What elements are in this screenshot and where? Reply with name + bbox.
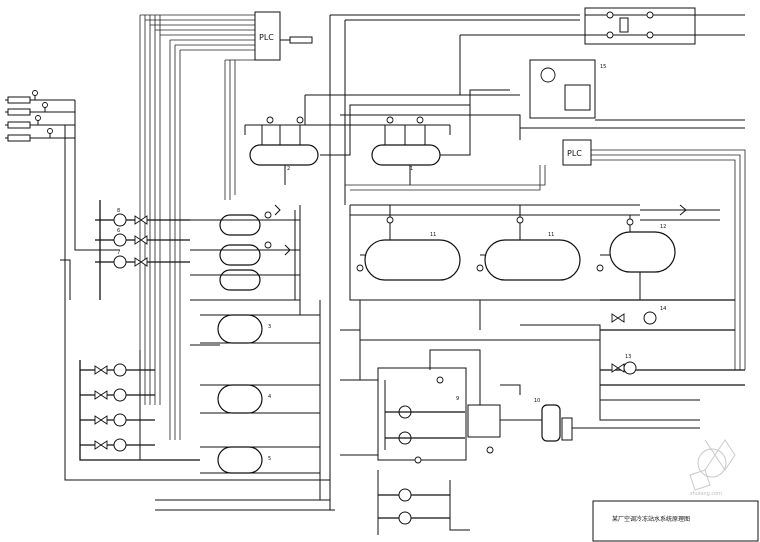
vessel-tag-12: 12 (660, 224, 666, 230)
plc-label-right: PLC (567, 149, 582, 158)
plc-box-top: PLC (254, 11, 313, 61)
vessel-12 (609, 231, 676, 273)
watermark-text: zhulong.com (690, 491, 722, 497)
pump-tag-14: 14 (660, 306, 666, 312)
watermark: zhulong.com (689, 439, 736, 497)
pump-group-bottom-left (79, 350, 200, 461)
tank-tag-5: 5 (268, 456, 271, 462)
pump-6 (113, 233, 127, 247)
tank-10 (541, 404, 561, 442)
pump-tag-6: 6 (117, 228, 120, 234)
upper-vessels: 2 1 (244, 89, 521, 185)
vessel-11a (364, 239, 461, 281)
tank-5 (217, 446, 263, 474)
pump-tag-7: 7 (117, 250, 120, 256)
tank-tag-3: 3 (268, 324, 271, 330)
dosing-unit-box (584, 7, 696, 45)
misc-connections (155, 299, 361, 511)
tag-15: 15 (600, 64, 606, 70)
pump-tag-13: 13 (625, 354, 631, 360)
top-right-lines: 15 (329, 7, 745, 330)
left-inlets (5, 90, 155, 481)
plc-box-right: PLC (345, 139, 746, 370)
lower-equipment: 9 10 (340, 349, 700, 461)
tag-10: 10 (534, 398, 540, 404)
pump-7 (113, 255, 127, 269)
pump-14 (643, 311, 657, 325)
vessel-tag-11b: 11 (548, 232, 554, 238)
tank-4 (217, 384, 263, 414)
vessel-tag-1: 1 (410, 166, 413, 172)
plc-label-top: PLC (259, 33, 274, 42)
tank-tag-4: 4 (268, 394, 271, 400)
pump-tag-8: 8 (117, 208, 120, 214)
vessel-tag-11a: 11 (430, 232, 436, 238)
title-block-text: 某厂空调冷冻站水系统原理图 (612, 515, 690, 523)
tank-9 (467, 404, 501, 438)
vessel-1 (371, 144, 441, 166)
title-block: 某厂空调冷冻站水系统原理图 (592, 500, 759, 542)
small-tanks: 3 4 5 (155, 204, 331, 511)
tank-3 (217, 314, 263, 344)
vessel-2 (249, 144, 319, 166)
large-vessels: 11 11 12 (349, 204, 720, 380)
pump-8 (113, 213, 127, 227)
pump-group-right: 14 13 (520, 299, 745, 421)
pump-group-left: 8 6 7 (95, 200, 190, 300)
vessel-tag-2: 2 (287, 166, 290, 172)
pump-13 (623, 361, 637, 375)
left-pipe-bundle (139, 14, 255, 440)
tag-9: 9 (456, 396, 459, 402)
vessel-11b (484, 239, 581, 281)
pump-group-bottom (377, 456, 470, 535)
